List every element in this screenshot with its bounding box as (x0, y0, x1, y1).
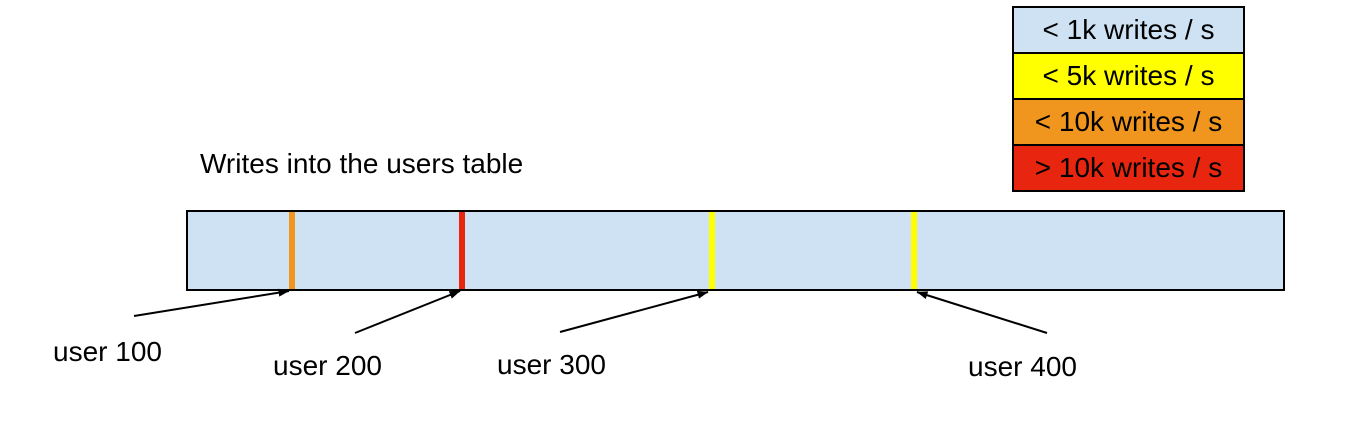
hotspot-arrow-user-300 (559, 290, 709, 333)
hotspot-label-user-300: user 300 (497, 349, 606, 380)
hotspot-label-user-200: user 200 (273, 350, 382, 381)
hotspot-label-user-400: user 400 (968, 351, 1077, 382)
hotspot-stripe-user-400 (911, 212, 917, 289)
users-table-bar (186, 210, 1285, 291)
hotspot-stripe-user-300 (709, 212, 715, 289)
legend: < 1k writes / s< 5k writes / s< 10k writ… (1012, 6, 1245, 192)
legend-item-2: < 10k writes / s (1012, 98, 1245, 146)
legend-item-0: < 1k writes / s (1012, 6, 1245, 54)
legend-item-1: < 5k writes / s (1012, 52, 1245, 100)
hotspot-stripe-user-100 (289, 212, 295, 289)
hotspot-arrow-user-400 (916, 291, 1048, 334)
hotspot-arrow-user-200 (354, 290, 461, 334)
hotspot-stripe-user-200 (459, 212, 465, 289)
hotspot-arrow-user-100 (133, 288, 290, 317)
legend-item-3: > 10k writes / s (1012, 144, 1245, 192)
hotspot-label-user-100: user 100 (53, 336, 162, 367)
diagram-title: Writes into the users table (200, 148, 524, 179)
